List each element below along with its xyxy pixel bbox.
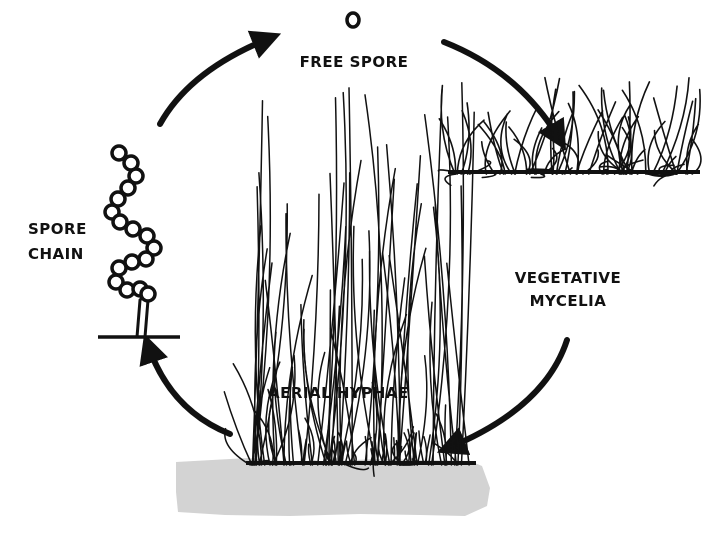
- hypha-strand: [509, 127, 527, 174]
- hypha-strand: [224, 392, 252, 465]
- free-spore-label: FREE SPORE: [284, 52, 424, 72]
- hypha-strand: [482, 174, 496, 178]
- hypha-strand: [552, 132, 553, 174]
- aerial-hyphae-label: AERIAL HYPHAE: [268, 383, 409, 403]
- hypha-strand: [531, 174, 544, 178]
- hypha-strand: [329, 290, 331, 465]
- hypha-strand: [458, 186, 462, 465]
- soil-patch: [176, 458, 490, 516]
- hypha-strand: [373, 465, 374, 476]
- spore-bead: [141, 287, 155, 301]
- spore-chain-label-line2: CHAIN: [28, 244, 84, 264]
- spore-bead: [139, 252, 153, 266]
- spore-chain-label-line1: SPORE: [28, 219, 87, 239]
- vegetative-mycelia-label-line2: MYCELIA: [498, 291, 638, 311]
- vegetative-mycelia-label-line1: VEGETATIVE: [498, 268, 638, 288]
- aerial-hypha: [394, 438, 395, 462]
- arrow-chain-to-spore: [160, 38, 270, 124]
- vegetative-mycelia-icon: [438, 78, 701, 186]
- spore-bead: [112, 261, 126, 275]
- arrow-aerial-to-chain: [148, 345, 230, 434]
- hypha-strand: [445, 405, 447, 465]
- spore-chain-icon: [98, 146, 180, 337]
- spore-icon: [347, 13, 359, 27]
- hypha-strand: [417, 356, 426, 465]
- aerial-hyphae-icon: [176, 83, 490, 516]
- spore-bead: [126, 222, 140, 236]
